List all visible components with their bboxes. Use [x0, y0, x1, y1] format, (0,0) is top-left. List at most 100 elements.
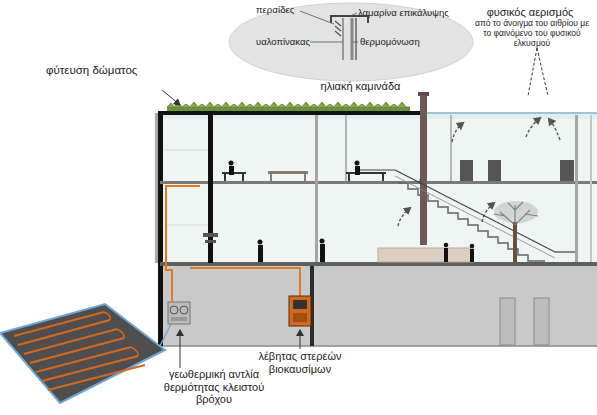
furniture [242, 174, 244, 181]
people [470, 244, 475, 249]
boiler [289, 296, 311, 326]
people [444, 243, 449, 248]
heat-pump [171, 317, 187, 321]
leader-arrows [180, 330, 181, 368]
stairs [395, 176, 555, 258]
leader-arrows [537, 48, 548, 96]
tree [494, 202, 538, 225]
boiler [293, 313, 307, 322]
part-label: περσίδες [256, 5, 328, 16]
furniture [268, 171, 308, 174]
boiler-label: λέβητας στερεών βιοκαυσίμων [252, 350, 348, 375]
structure [590, 115, 592, 262]
furniture [382, 174, 384, 181]
heat-pump-label: γεωθερμική αντλία θερμότητας κλειστού βρ… [162, 368, 266, 406]
solar-chimney [418, 92, 429, 245]
basement [534, 298, 549, 345]
stairs [420, 179, 421, 183]
heat-pump [168, 302, 190, 324]
chimney-cap-detail [331, 16, 368, 23]
chimney-cap-detail [300, 11, 368, 60]
stairs [360, 169, 395, 170]
chimney-cap-detail [351, 18, 354, 60]
boiler [289, 296, 311, 326]
geothermal-field [160, 322, 172, 346]
basement [500, 298, 515, 345]
leader-arrows [528, 48, 537, 96]
part-label: λαμαρίνα επικάλυψης [358, 8, 468, 19]
people [229, 161, 234, 166]
furniture [378, 248, 473, 262]
stairs [360, 170, 575, 261]
structure [160, 262, 597, 266]
heating-pipes [190, 268, 300, 296]
people [258, 245, 263, 262]
structure [575, 115, 578, 262]
structure [165, 225, 208, 226]
ventilation-arrows [549, 119, 560, 140]
structure [160, 111, 422, 115]
furniture [224, 174, 226, 181]
leader-arrows [300, 330, 301, 349]
interior-glass [163, 114, 597, 262]
chimney-cap-detail [310, 42, 343, 43]
callout-ellipse [229, 3, 473, 81]
chimney-cap-detail [353, 42, 358, 43]
heat-pump [168, 302, 190, 324]
stairs [395, 170, 555, 252]
structure [422, 112, 597, 114]
detail-callout: περσίδεςλαμαρίνα επικάλυψηςυαλοπίνακαςθε… [228, 2, 474, 82]
people [229, 161, 475, 263]
chimney-cap-detail [342, 18, 343, 60]
people [258, 240, 263, 245]
furniture [348, 174, 350, 181]
structure [155, 113, 158, 263]
heating-pipes [166, 186, 300, 302]
stairs [555, 251, 575, 252]
leader-arrows [162, 90, 180, 105]
furniture [488, 160, 501, 181]
boiler [293, 300, 307, 309]
roof-label: φύτευση δώματος [46, 64, 161, 77]
tree [494, 201, 538, 262]
structure [165, 150, 208, 151]
ventilation-arrows [526, 118, 540, 137]
basement [160, 266, 597, 346]
furniture [460, 160, 473, 181]
structure [158, 111, 163, 346]
furniture [346, 172, 386, 174]
part-label: θερμομόνωση [360, 37, 450, 48]
people [444, 248, 448, 262]
furniture [560, 160, 574, 181]
people [470, 249, 474, 262]
tree [513, 222, 517, 262]
geothermal-field [14, 312, 145, 390]
geothermal-field [0, 304, 172, 403]
furniture [270, 174, 272, 181]
structure [155, 111, 597, 346]
heating-pipes [166, 186, 200, 302]
chimney-cap-detail [300, 11, 334, 24]
chimney-label: ηλιακή καμινάδα [308, 80, 413, 93]
tree [494, 201, 538, 223]
ventilation-arrows [482, 203, 494, 222]
green-roof [167, 102, 410, 107]
furniture [222, 160, 574, 262]
chimney-cap-detail [335, 21, 341, 36]
ventilation-arrows [398, 208, 410, 226]
structure [345, 115, 347, 181]
furniture [304, 174, 306, 181]
structure [315, 115, 318, 262]
ventilation-arrows [398, 118, 560, 226]
people [355, 166, 360, 175]
chimney-cap-detail [355, 18, 356, 60]
ventilation-label: φυσικός αερισμός [466, 6, 594, 19]
structure [203, 233, 218, 237]
people [320, 244, 325, 262]
people [320, 239, 325, 244]
heat-pump [170, 306, 178, 314]
chimney-cap-detail [350, 13, 357, 16]
green-roof [167, 102, 410, 112]
